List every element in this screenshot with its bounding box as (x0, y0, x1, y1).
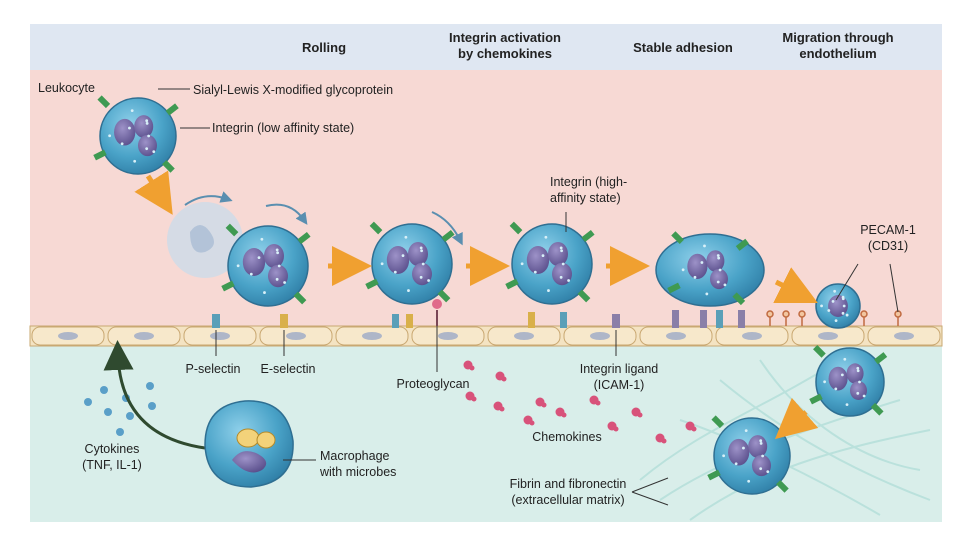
vessel-lumen (30, 70, 942, 328)
label-sialyl-lewis: Sialyl-Lewis X-modified glycoprotein (193, 83, 393, 97)
label-integrin-ligand-2: (ICAM-1) (594, 378, 645, 392)
label-pecam-2: (CD31) (868, 239, 908, 253)
cytokine-arrow (103, 340, 206, 450)
label-integrin-ligand-1: Integrin ligand (580, 362, 659, 376)
p-selectin-receptor (212, 314, 220, 328)
label-macrophage-2: with microbes (319, 465, 396, 479)
leukocyte-migrating-top (815, 283, 861, 329)
header-migration-1: Migration through (782, 30, 893, 45)
header-integrin-activation-2: by chemokines (458, 46, 552, 61)
header-rolling: Rolling (302, 40, 346, 55)
label-e-selectin: E-selectin (261, 362, 316, 376)
label-integrin-high-2: affinity state) (550, 191, 621, 205)
leukocyte-activated (505, 221, 595, 305)
rolling-motion-arrows (184, 191, 463, 246)
label-fibrin-2: (extracellular matrix) (511, 493, 624, 507)
header-stable-adhesion: Stable adhesion (633, 40, 733, 55)
leukocyte-free (93, 95, 179, 175)
label-fibrin-1: Fibrin and fibronectin (510, 477, 627, 491)
icam1-receptor (612, 314, 620, 328)
step-arrows (134, 170, 819, 440)
leader-lines (158, 88, 899, 506)
label-proteoglycan: Proteoglycan (397, 377, 470, 391)
label-p-selectin: P-selectin (186, 362, 241, 376)
label-pecam-1: PECAM-1 (860, 223, 916, 237)
label-cytokines-2: (TNF, IL-1) (82, 458, 142, 472)
label-leukocyte: Leukocyte (38, 81, 95, 95)
leukocyte-migrating-bottom (809, 345, 888, 417)
e-selectin-receptor (280, 314, 288, 328)
tissue-region (30, 344, 942, 522)
endothelial-receptors (212, 310, 745, 328)
label-integrin-low: Integrin (low affinity state) (212, 121, 354, 135)
ghost-leukocyte (167, 202, 243, 278)
leukocyte-adhered (655, 231, 765, 307)
pecam-markers (766, 310, 902, 326)
label-integrin-high-1: Integrin (high- (550, 175, 627, 189)
macrophage (204, 400, 294, 488)
header-migration-2: endothelium (799, 46, 876, 61)
header-band (30, 24, 942, 70)
label-chemokines: Chemokines (532, 430, 601, 444)
endothelium-layer (29, 325, 943, 347)
label-cytokines-1: Cytokines (85, 442, 140, 456)
leukocyte-rolling-2 (365, 221, 455, 305)
header-integrin-activation-1: Integrin activation (449, 30, 561, 45)
leukocyte-rolling-1 (221, 223, 311, 307)
label-macrophage-1: Macrophage (320, 449, 390, 463)
chemokine-dots (463, 360, 697, 444)
